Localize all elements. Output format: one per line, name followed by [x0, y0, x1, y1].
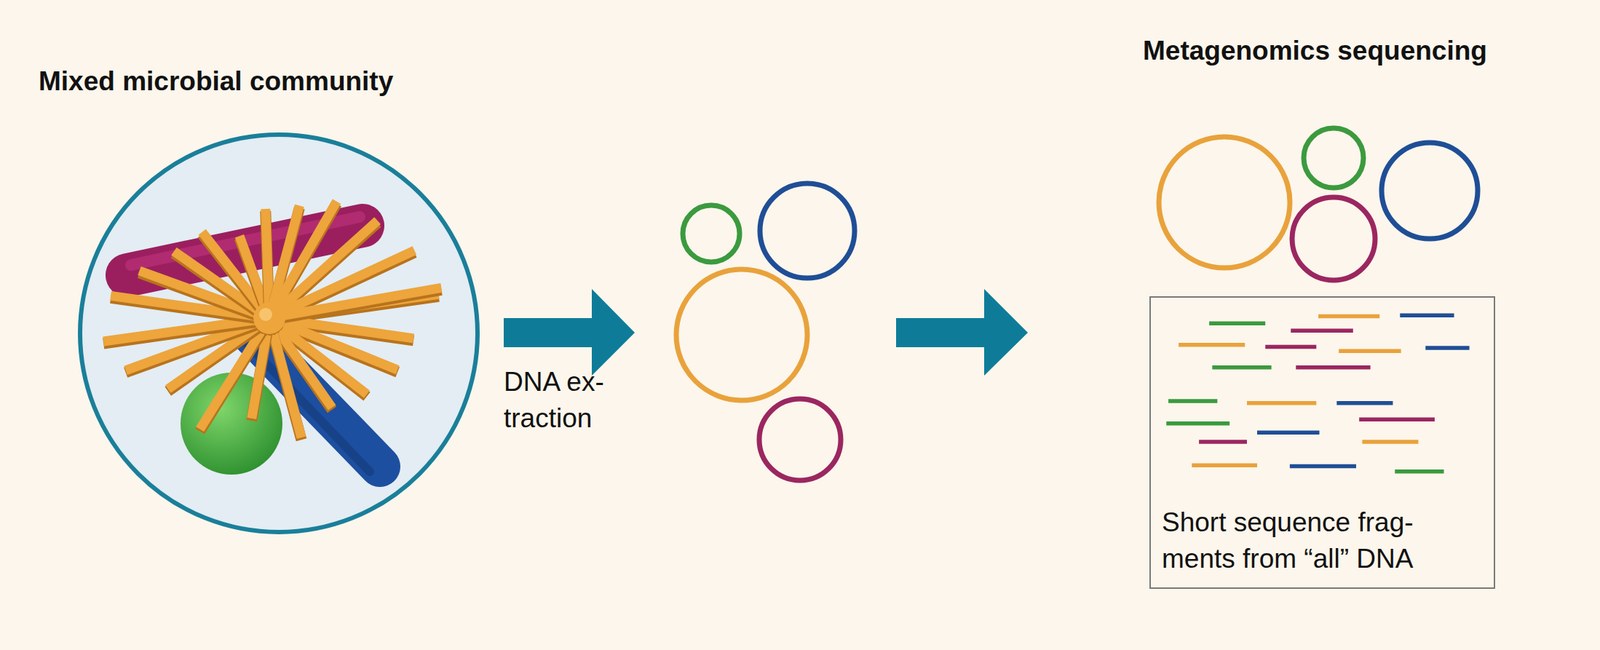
dna-circle: [676, 269, 808, 401]
sequence-read: [1394, 469, 1444, 474]
sequence-read: [1336, 401, 1393, 406]
sequence-read: [1168, 398, 1218, 404]
reads-box: Short sequence frag- ments from “all” DN…: [1149, 296, 1496, 589]
section-heading: Metagenomics sequencing: [1142, 34, 1488, 67]
star-core: [253, 302, 286, 335]
process-arrow: [896, 288, 1028, 376]
dna-circles: [1158, 128, 1478, 281]
dna-circle: [759, 398, 841, 481]
dna-circle: [1158, 136, 1290, 268]
dna-circle: [1292, 197, 1376, 281]
node-caption: Short sequence frag- ments from “all” DN…: [1161, 504, 1479, 578]
sequence-read: [1178, 342, 1245, 348]
sequence-read: [1361, 439, 1419, 445]
sequence-read: [1246, 401, 1317, 406]
sequence-read: [1212, 365, 1271, 370]
star-microbe: [103, 201, 442, 440]
sequence-read: [1290, 328, 1354, 333]
node-heading: Mixed microbial community: [38, 65, 394, 98]
community-circle: Mixed microbial community: [77, 132, 480, 535]
community-outline: [80, 134, 478, 533]
sequence-read: [1257, 430, 1320, 436]
sequence-read: [1359, 417, 1435, 422]
dna-circle: [759, 183, 855, 279]
sequence-read: [1318, 314, 1380, 319]
sequence-read: [1425, 345, 1469, 351]
sequence-read: [1289, 464, 1357, 469]
dna-circles: [676, 183, 855, 481]
sequence-read: [1166, 421, 1230, 426]
microbe-illustration: [77, 132, 480, 535]
sequence-read: [1295, 365, 1370, 370]
dna-circle: [682, 205, 740, 263]
step-label: DNA ex- traction: [503, 363, 632, 437]
star-core-highlight: [259, 307, 273, 322]
process-arrow: [503, 288, 635, 376]
dna-circle: [1381, 142, 1478, 239]
sequence-read: [1191, 462, 1258, 468]
sequence-read: [1338, 348, 1402, 354]
sequence-read: [1265, 345, 1317, 350]
dna-circle: [1303, 128, 1364, 188]
sequence-read: [1399, 313, 1454, 318]
sequence-read: [1198, 439, 1247, 445]
sequence-read: [1209, 321, 1266, 327]
